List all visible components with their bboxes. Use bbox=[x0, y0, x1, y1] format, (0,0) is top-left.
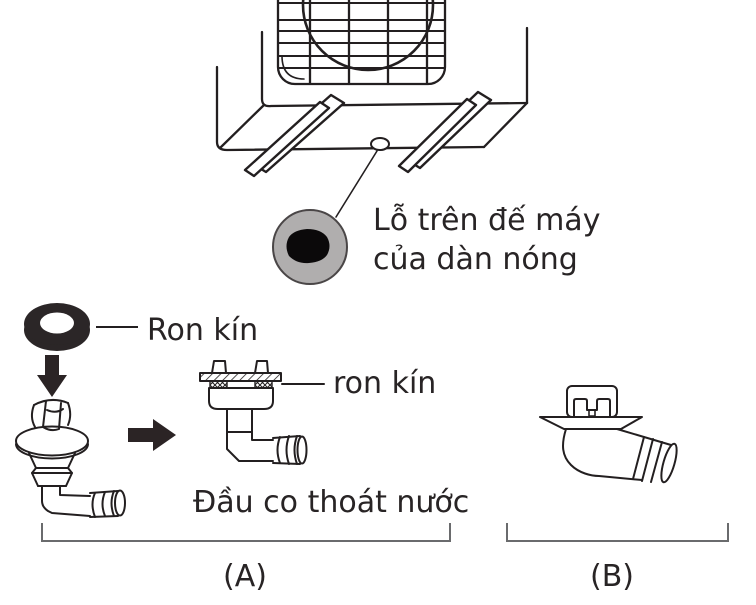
bracket-a bbox=[41, 523, 451, 542]
fan-grille bbox=[276, 0, 447, 86]
base-hole bbox=[370, 137, 390, 151]
right-foot-rail bbox=[397, 97, 478, 174]
lock-tab-left bbox=[211, 360, 227, 374]
gasket-right bbox=[254, 380, 273, 389]
fan-circle-arc bbox=[301, 0, 435, 72]
base-plate-section bbox=[199, 372, 282, 382]
elbow-ribbed-end bbox=[89, 489, 126, 518]
gasket-ring bbox=[24, 303, 138, 351]
hole-label-line2: của dàn nóng bbox=[373, 242, 578, 277]
elbow-ribbed-end-2 bbox=[272, 435, 308, 465]
hole-label-line1: Lỗ trên đế máy bbox=[373, 203, 601, 238]
gasket-left bbox=[209, 380, 228, 389]
left-foot-rail bbox=[243, 100, 331, 178]
elbow-top-knob bbox=[30, 399, 72, 432]
elbow-body bbox=[208, 387, 274, 410]
leader-line-hole bbox=[335, 150, 378, 218]
variant-b-label: (B) bbox=[590, 559, 634, 594]
assembled-drain-elbow bbox=[199, 360, 325, 465]
outdoor-unit-drawing bbox=[215, 0, 529, 218]
arrow-right-icon bbox=[128, 419, 176, 451]
elbow-stem bbox=[226, 408, 253, 433]
elbow-flange bbox=[15, 425, 89, 457]
bracket-b bbox=[506, 523, 729, 542]
variant-a-label: (A) bbox=[223, 559, 267, 594]
drain-elbow-label: Đầu co thoát nước bbox=[193, 485, 470, 520]
hole-label: Lỗ trên đế máy của dàn nóng bbox=[373, 201, 600, 279]
gasket-label: Ron kín bbox=[147, 313, 259, 348]
cabinet-outline bbox=[215, 26, 529, 152]
lock-tab-right bbox=[254, 360, 269, 374]
gasket-installed-label: ron kín bbox=[333, 366, 437, 401]
variant-b-ribbed-end bbox=[632, 436, 678, 484]
drain-elbow-variant-b bbox=[539, 385, 678, 484]
hole-blob bbox=[286, 229, 330, 264]
variant-b-flange bbox=[539, 416, 643, 430]
arrow-down-icon bbox=[37, 355, 67, 397]
hole-detail-circle bbox=[272, 209, 348, 285]
drain-elbow-part bbox=[15, 399, 126, 518]
mounting-feet bbox=[243, 90, 493, 178]
